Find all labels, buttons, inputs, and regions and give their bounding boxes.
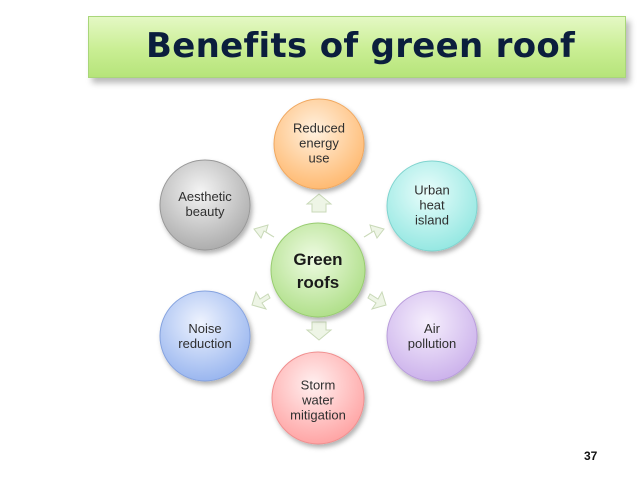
title-banner (88, 16, 626, 78)
label-storm-water-mitigation: Storm water mitigation (290, 377, 346, 423)
label-noise-reduction: Noise reduction (178, 321, 232, 351)
connector-arrows (251, 193, 387, 341)
slide-title: Benefits of green roof (146, 26, 576, 66)
arrow-to-urban-heat-island (363, 224, 385, 239)
node-aesthetic-beauty (159, 159, 251, 251)
label-reduced-energy-use: Reduced energy use (292, 120, 346, 166)
node-noise-reduction (159, 290, 251, 382)
arrow-to-air-pollution (367, 290, 387, 310)
node-air-pollution (386, 290, 478, 382)
arrow-to-storm-water-mitigation (305, 321, 333, 341)
arrow-to-noise-reduction (251, 290, 271, 310)
node-urban-heat-island (386, 160, 478, 252)
label-green-roofs: Green roofs (293, 250, 343, 292)
page-number: 37 (584, 449, 598, 463)
label-aesthetic-beauty: Aesthetic beauty (178, 189, 232, 219)
arrow-to-aesthetic-beauty (253, 224, 275, 239)
node-storm-water-mitigation (271, 351, 365, 445)
node-green-roofs-center (270, 222, 366, 318)
node-reduced-energy-use (273, 98, 365, 190)
label-urban-heat-island: Urban heat island (414, 182, 450, 228)
label-air-pollution: Air pollution (407, 321, 457, 351)
arrow-to-reduced-energy-use (305, 193, 333, 213)
